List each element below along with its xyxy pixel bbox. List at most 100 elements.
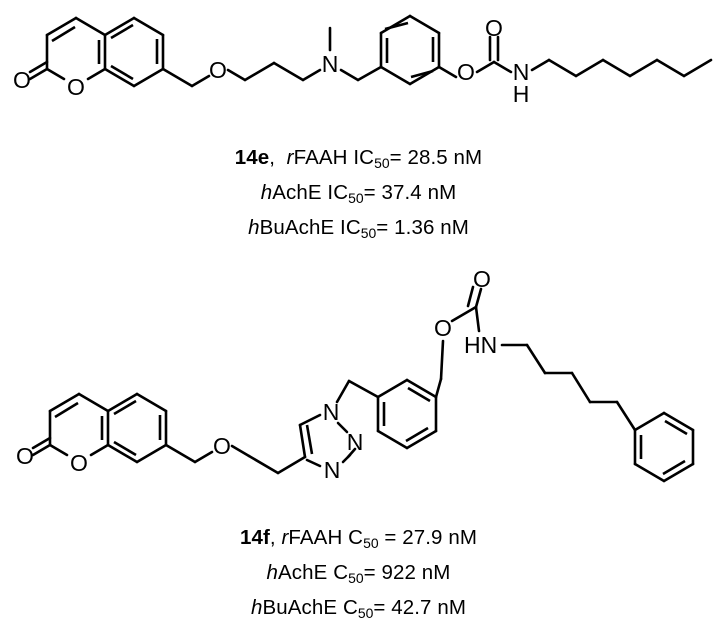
bond-ar5-ar6	[379, 14, 412, 35]
bond-tp3-tp4-inner	[662, 459, 686, 476]
bond-triazole-n3-c4	[305, 458, 322, 468]
bond-ch2-etherO	[193, 450, 214, 464]
caption-value: = 37.4 nM	[363, 180, 457, 204]
bond-o1-c2	[48, 443, 69, 457]
atom-label-triazole-n2: N	[347, 429, 364, 455]
bond-c7-ch2	[164, 443, 197, 464]
svg-structure-14f: O O O	[16, 266, 695, 483]
bond-c5-c6	[132, 16, 165, 37]
bond-aryl-esterO	[437, 65, 458, 79]
bond-c8-c8a	[103, 67, 136, 88]
ether-propyl-linker-14e: O N	[161, 26, 383, 88]
triazole-ring-14f: N N N	[298, 399, 364, 483]
ether-methylene-linker-14f: O	[164, 433, 307, 475]
structure-diagram-14e: O O O	[0, 0, 717, 140]
caption-sep: ,	[269, 526, 276, 549]
species-prefix-human: h	[260, 180, 273, 204]
bond-ar3-ar4	[405, 429, 438, 450]
atom-label-ether-oxygen: O	[213, 433, 231, 459]
caption-value: = 922 nM	[363, 560, 451, 584]
bond-tp6-tp1	[633, 411, 666, 432]
metric-subscript: 50	[348, 569, 364, 586]
bond-h3-h4	[601, 58, 632, 78]
bond-aryl-esterO	[434, 377, 443, 399]
metric-subscript: 50	[360, 224, 377, 241]
species-prefix-rat: r	[281, 526, 289, 549]
bond-n1-benzylCH2	[335, 379, 351, 404]
atom-label-ester-oxygen: O	[457, 59, 475, 85]
bond-ch2b-down	[247, 454, 280, 475]
bond-ar2-ar3-inner	[410, 69, 434, 79]
central-phenyl-ring-14e	[379, 14, 441, 86]
bond-c8-c8a-inner	[113, 440, 137, 457]
bond-c3-c4	[48, 392, 81, 413]
bond-c4a-c5-inner	[113, 399, 137, 416]
caption-14e-line-1: 14e, rFAAH IC50= 28.5 nM	[0, 143, 717, 178]
bond-c7-c8	[135, 443, 168, 464]
bond-c5-c6	[135, 392, 168, 413]
coumarin-pyranone-ring: O O	[13, 16, 107, 100]
bond-ar5-ar6-inner	[407, 386, 431, 403]
bond-c8a-o1	[89, 443, 110, 457]
atom-label-ether-oxygen: O	[209, 57, 227, 83]
bond-ch2b-triazoleC4	[276, 455, 307, 475]
caption-14f-line-1: 14f, rFAAH C50 = 27.9 nM	[0, 523, 717, 558]
carbamate-group-14e: O O N H	[437, 15, 713, 107]
caption-14f: 14f, rFAAH C50 = 27.9 nM hAchE C50= 922 …	[0, 523, 717, 628]
bond-h1-h2	[547, 58, 578, 78]
bond-c7-c8	[132, 67, 165, 88]
bond-c8-c8a-inner	[110, 64, 134, 81]
bond-ar1-ar2	[379, 65, 412, 86]
bond-carbonylC-O-b	[466, 285, 475, 308]
svg-structure-14e: O O O	[13, 14, 713, 107]
bond-c2-carbonylO-a	[31, 443, 52, 457]
bond-p1-p2	[525, 343, 547, 375]
bond-p5-phenyl	[615, 400, 637, 432]
caption-target-metric: BuAchE C	[262, 595, 358, 619]
bond-tp3-tp4	[662, 462, 695, 483]
bond-c8-c8a	[106, 443, 139, 464]
bond-triazole-c4-c5	[298, 423, 307, 459]
bond-etherO-c1p	[226, 68, 247, 82]
caption-14f-line-2: hAchE C50= 922 nM	[0, 558, 717, 593]
atom-label-ester-oxygen: O	[434, 315, 452, 341]
bond-o1-c2	[45, 67, 66, 81]
species-prefix-human: h	[266, 560, 279, 584]
atom-label-carbonyl-oxygen: O	[485, 15, 503, 41]
caption-14e-line-3: hBuAchE IC50= 1.36 nM	[0, 213, 717, 248]
bond-tp5-tp6	[662, 411, 695, 432]
coumarin-benzo-ring-14f	[106, 392, 168, 464]
bond-c3-c4-inner	[51, 25, 76, 43]
benzylic-linker-14f	[335, 379, 380, 404]
bond-c3-c4-inner	[54, 401, 79, 419]
bond-triazole-c4-c5-inner	[305, 424, 314, 455]
caption-14e-line-2: hAchE IC50= 37.4 nM	[0, 178, 717, 213]
coumarin-pyranone-ring-14f: O O	[16, 392, 110, 476]
bond-triazole-n2-n3-b	[346, 447, 357, 459]
bond-c1p-c2p	[243, 61, 276, 82]
bond-ar2-ar3	[376, 429, 409, 450]
atom-label-amide-hydrogen: H	[513, 81, 530, 107]
caption-value: = 27.9 nM	[378, 526, 478, 549]
metric-subscript: 50	[363, 534, 379, 551]
bond-c4-c4a	[77, 392, 110, 413]
atom-label-amine-nitrogen: N	[322, 51, 339, 77]
caption-value: = 42.7 nM	[373, 595, 467, 619]
bond-p3-p4	[570, 371, 592, 404]
atom-label-ring-oxygen: O	[67, 74, 85, 100]
bond-benzylCH2-aryl	[347, 379, 380, 399]
bond-c8a-o1	[86, 67, 107, 81]
species-prefix-human: h	[248, 215, 260, 239]
caption-target-metric: AchE IC	[272, 180, 349, 204]
caption-target-metric: FAAH C	[288, 526, 364, 549]
bond-benzylCH2-aryl	[356, 65, 383, 82]
bond-c2-carbonylO-b	[28, 60, 49, 74]
caption-target-metric: AchE C	[278, 560, 349, 584]
bond-c2p-c3p	[272, 61, 305, 82]
atom-label-lactone-carbonyl-oxygen: O	[13, 67, 31, 93]
bond-c2-carbonylO-a	[28, 67, 49, 81]
metric-subscript: 50	[348, 189, 364, 206]
carbamate-group-14f: O O HN	[434, 266, 637, 432]
coumarin-benzo-ring	[103, 16, 165, 88]
